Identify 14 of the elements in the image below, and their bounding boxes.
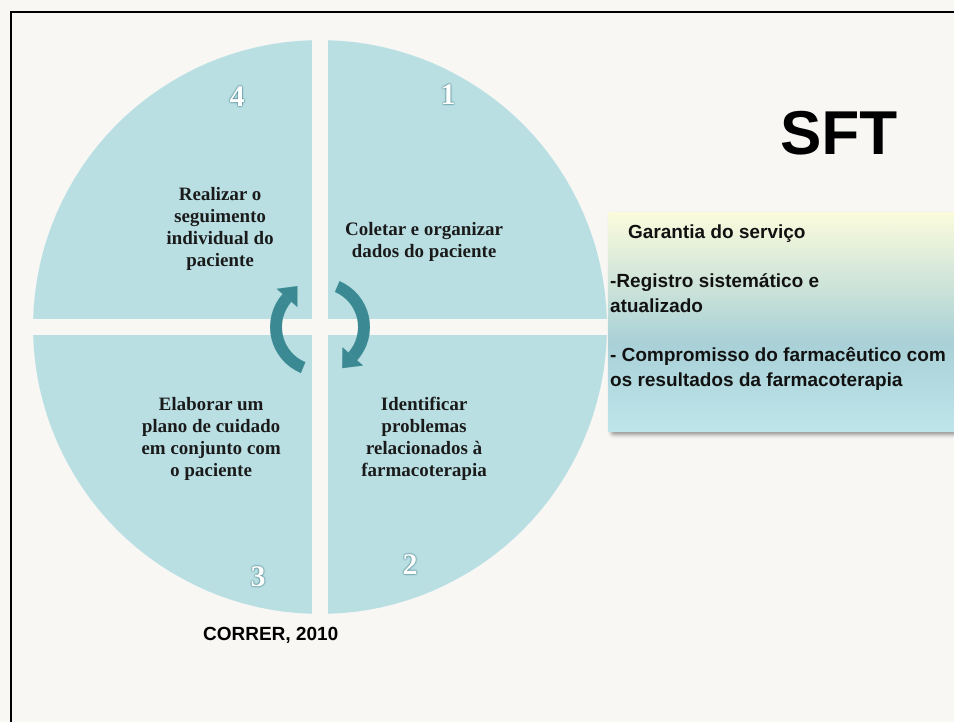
step-number: 4	[230, 80, 244, 114]
step-number: 1	[440, 78, 456, 112]
info-panel	[608, 212, 954, 432]
step-number: 2	[402, 548, 418, 582]
panel-text: - Compromisso do farmacêutico com os resultados da farmacoterapia	[610, 344, 946, 393]
panel-text: -Registro sistemático e atualizado	[610, 270, 820, 319]
step-text: Coletar e organizar dados do paciente	[344, 219, 504, 263]
slide-title: SFT	[780, 98, 898, 169]
step-text: Elaborar um plano de cuidado em conjunto com o paciente	[140, 394, 282, 482]
step-number: 3	[250, 560, 266, 594]
step-text: Realizar o seguimento individual do paciente	[165, 184, 275, 272]
panel-text: Garantia do serviço	[627, 221, 806, 245]
citation: CORRER, 2010	[203, 624, 338, 646]
step-text: Identificar problemas relacionados à farmacoterapia	[360, 394, 488, 482]
